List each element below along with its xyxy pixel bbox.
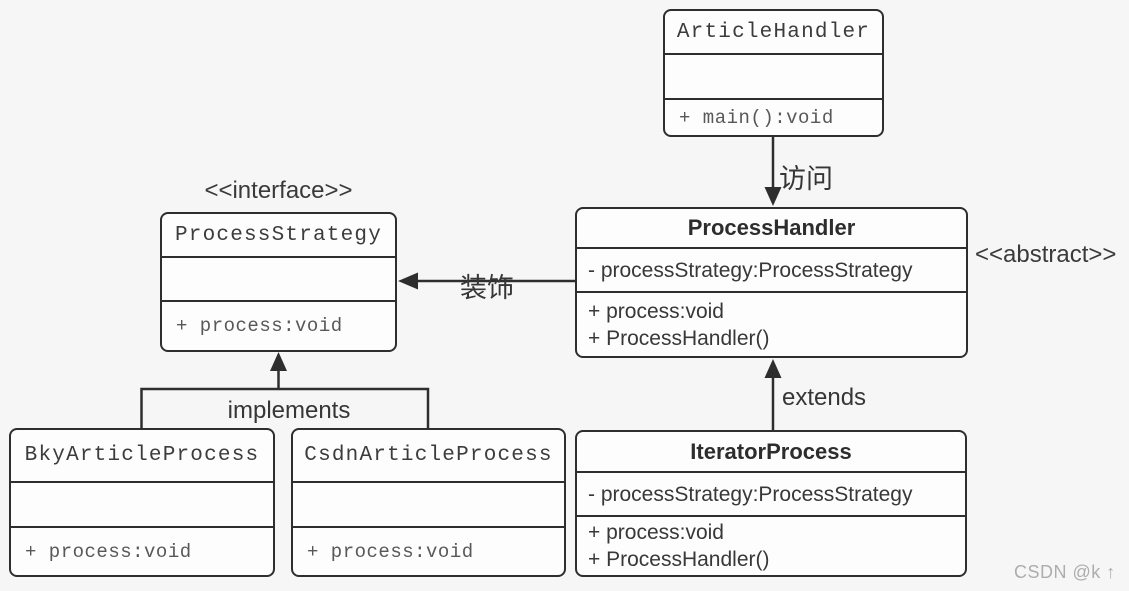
class-methods: + main():void [665, 98, 882, 135]
class-methods: + process:void + ProcessHandler() [577, 291, 966, 356]
class-box-csdn-article-process[interactable]: CsdnArticleProcess + process:void [291, 428, 566, 577]
implements-arrowhead-icon [270, 352, 287, 371]
edge-label-decorate: 装饰 [460, 273, 514, 303]
class-box-bky-article-process[interactable]: BkyArticleProcess + process:void [9, 428, 275, 577]
interface-stereotype-label: <<interface>> [204, 177, 353, 204]
edge-label-access: 访问 [779, 164, 833, 194]
class-attributes-empty [162, 256, 395, 300]
method-item: + ProcessHandler() [588, 548, 770, 571]
method-item: + ProcessHandler() [588, 326, 770, 350]
edge-label-extends: extends [782, 384, 867, 411]
attribute-item: - processStrategy:ProcessStrategy [588, 482, 913, 506]
class-box-process-handler[interactable]: ProcessHandler - processStrategy:Process… [575, 207, 968, 358]
class-attributes-empty [11, 481, 273, 526]
class-methods: + process:void [162, 300, 395, 350]
method-item: + main():void [679, 106, 834, 129]
method-item: + process:void [307, 540, 474, 563]
method-item: + process:void [588, 299, 724, 323]
csdn-watermark: CSDN @k ↑ [1014, 562, 1116, 582]
method-item: + process:void [25, 540, 192, 563]
class-methods: + process:void [293, 526, 564, 575]
class-box-article-handler[interactable]: ArticleHandler + main():void [663, 9, 884, 137]
abstract-stereotype-label: <<abstract>> [975, 241, 1117, 268]
class-title: ProcessHandler [687, 215, 856, 240]
class-title: BkyArticleProcess [24, 444, 260, 467]
class-title: IteratorProcess [690, 438, 852, 464]
class-box-process-strategy[interactable]: ProcessStrategy + process:void [160, 212, 397, 352]
extends-arrowhead-icon [764, 359, 782, 378]
decorate-arrowhead-icon [398, 272, 418, 290]
method-item: + process:void [588, 521, 724, 544]
class-methods: + process:void [11, 526, 273, 575]
class-attributes: - processStrategy:ProcessStrategy [577, 247, 966, 291]
class-title: CsdnArticleProcess [304, 444, 553, 467]
class-attributes: - processStrategy:ProcessStrategy [577, 471, 965, 515]
attribute-item: - processStrategy:ProcessStrategy [588, 258, 913, 282]
class-title: ArticleHandler [676, 20, 871, 44]
class-attributes-empty [293, 481, 564, 526]
method-item: + process:void [176, 315, 343, 337]
class-methods: + process:void + ProcessHandler() [577, 515, 965, 575]
class-box-iterator-process[interactable]: IteratorProcess - processStrategy:Proces… [575, 430, 967, 577]
class-title: ProcessStrategy [174, 223, 383, 247]
edge-label-implements: implements [227, 397, 351, 424]
class-attributes-empty [665, 53, 882, 98]
